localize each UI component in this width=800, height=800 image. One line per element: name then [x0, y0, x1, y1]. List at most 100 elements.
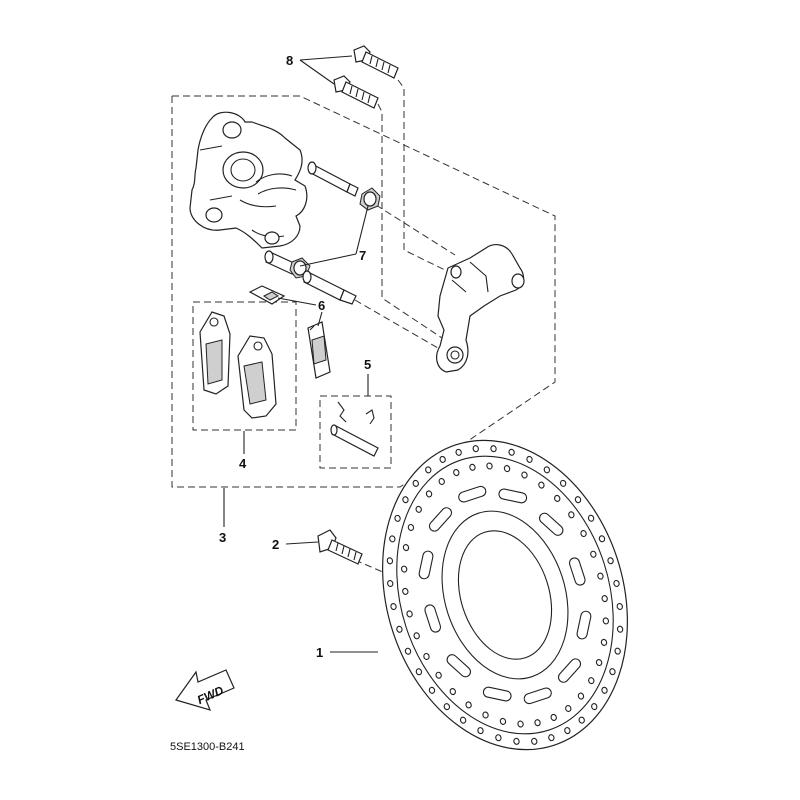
disc-drill-hole: [616, 602, 623, 611]
disc-drill-hole: [543, 466, 551, 474]
callout-6: 6: [318, 298, 325, 313]
callout-5: 5: [364, 357, 371, 372]
disc-bolt: [317, 529, 363, 565]
disc-drill-hole: [396, 625, 403, 633]
disc-cutouts: [418, 485, 592, 705]
disc-drill-hole: [490, 445, 497, 453]
disc-drill-hole: [407, 523, 415, 531]
leader-7b: [355, 205, 369, 255]
disc-drill-hole: [513, 737, 520, 745]
disc-drill-hole: [482, 711, 489, 719]
slide-pin-upper: [307, 161, 359, 197]
disc-drill-hole: [472, 445, 479, 453]
bolt-axis-line-lower: [377, 103, 449, 343]
disc-drill-hole: [616, 625, 624, 633]
pin-axis-line-upper: [375, 204, 456, 256]
pin-kit-boundary: [319, 395, 392, 469]
disc-drill-hole: [578, 716, 585, 724]
disc-drill-hole: [415, 668, 423, 676]
disc-drill-hole: [588, 677, 595, 685]
brake-pad-right: [237, 335, 277, 419]
disc-drill-hole: [439, 455, 446, 463]
disc-drill-hole: [453, 469, 460, 477]
disc-drill-hole: [402, 544, 410, 552]
disc-drill-hole: [423, 652, 430, 660]
disc-drill-hole: [428, 686, 436, 694]
disc-cutout: [523, 687, 552, 705]
caliper-bracket: [436, 244, 525, 373]
disc-drill-hole: [406, 610, 413, 618]
disc-drill-hole: [565, 704, 572, 713]
pin-boot-upper: [359, 187, 381, 211]
callout-2: 2: [272, 537, 279, 552]
brake-pad-left: [199, 311, 231, 395]
pin-axis-line-lower: [354, 299, 451, 356]
leader-7a: [299, 253, 357, 267]
disc-drill-hole: [400, 565, 408, 573]
disc-drill-hole: [531, 737, 538, 745]
callout-3: 3: [219, 530, 226, 545]
disc-drill-holes: [386, 445, 624, 745]
disc-drill-hole: [517, 720, 524, 728]
pad-spring: [248, 285, 286, 305]
disc-drill-hole: [495, 734, 502, 742]
disc-drill-hole: [568, 511, 575, 519]
disc-cutout: [458, 485, 487, 503]
pad-retainer-plate: [307, 321, 331, 379]
disc-drill-hole: [550, 713, 557, 721]
disc-drill-hole: [443, 703, 451, 711]
disc-drill-hole: [394, 514, 401, 522]
disc-drill-hole: [598, 535, 606, 543]
pad-pin-clip-left: [337, 401, 347, 423]
disc-cutout: [498, 488, 528, 504]
disc-drill-hole: [499, 717, 507, 725]
disc-drill-hole: [601, 686, 608, 694]
pad-pin-clip-right: [365, 409, 375, 425]
disc-drill-hole: [486, 462, 493, 470]
disc-drill-hole: [580, 530, 587, 538]
disc-drill-hole: [595, 659, 603, 667]
disc-drill-hole: [413, 632, 420, 640]
leader-6b: [317, 311, 323, 327]
disc-drill-hole: [425, 490, 433, 498]
slide-pin-lower: [264, 250, 297, 275]
disc-drill-hole: [590, 550, 597, 558]
disc-cutout: [557, 658, 582, 683]
disc-drill-hole: [402, 496, 409, 504]
disc-drill-hole: [564, 727, 571, 735]
slide-pin-long: [302, 270, 357, 305]
disc-cutout: [538, 512, 564, 536]
disc-drill-hole: [534, 719, 541, 727]
leader-8b: [299, 59, 335, 85]
disc-drill-hole: [602, 617, 610, 625]
disc-drill-hole: [574, 496, 582, 504]
disc-drill-hole: [521, 471, 528, 479]
disc-drill-hole: [415, 505, 422, 513]
callout-1: 1: [316, 645, 323, 660]
disc-cutout: [428, 507, 453, 532]
disc-drill-hole: [425, 466, 432, 474]
disc-drill-hole: [386, 557, 394, 565]
disc-drill-hole: [600, 638, 608, 646]
disc-drill-hole: [554, 494, 561, 502]
disc-drill-hole: [548, 734, 555, 742]
disc-drill-hole: [591, 703, 598, 711]
disc-drill-hole: [455, 448, 462, 456]
leader-2: [285, 541, 319, 545]
disc-drill-hole: [449, 688, 456, 696]
disc-drill-hole: [614, 647, 621, 655]
disc-drill-hole: [503, 465, 511, 473]
pad-pin: [330, 424, 379, 457]
fwd-arrow-icon: FWD: [175, 669, 235, 711]
leader-6: [277, 297, 317, 306]
brake-disc: [382, 439, 628, 751]
disc-drill-hole: [465, 701, 472, 709]
disc-cutout: [482, 686, 512, 702]
disc-drill-hole: [387, 579, 394, 588]
disc-drill-hole: [597, 572, 604, 580]
disc-drill-hole: [526, 455, 533, 463]
disc-drill-hole: [538, 481, 545, 489]
callout-8: 8: [286, 53, 293, 68]
